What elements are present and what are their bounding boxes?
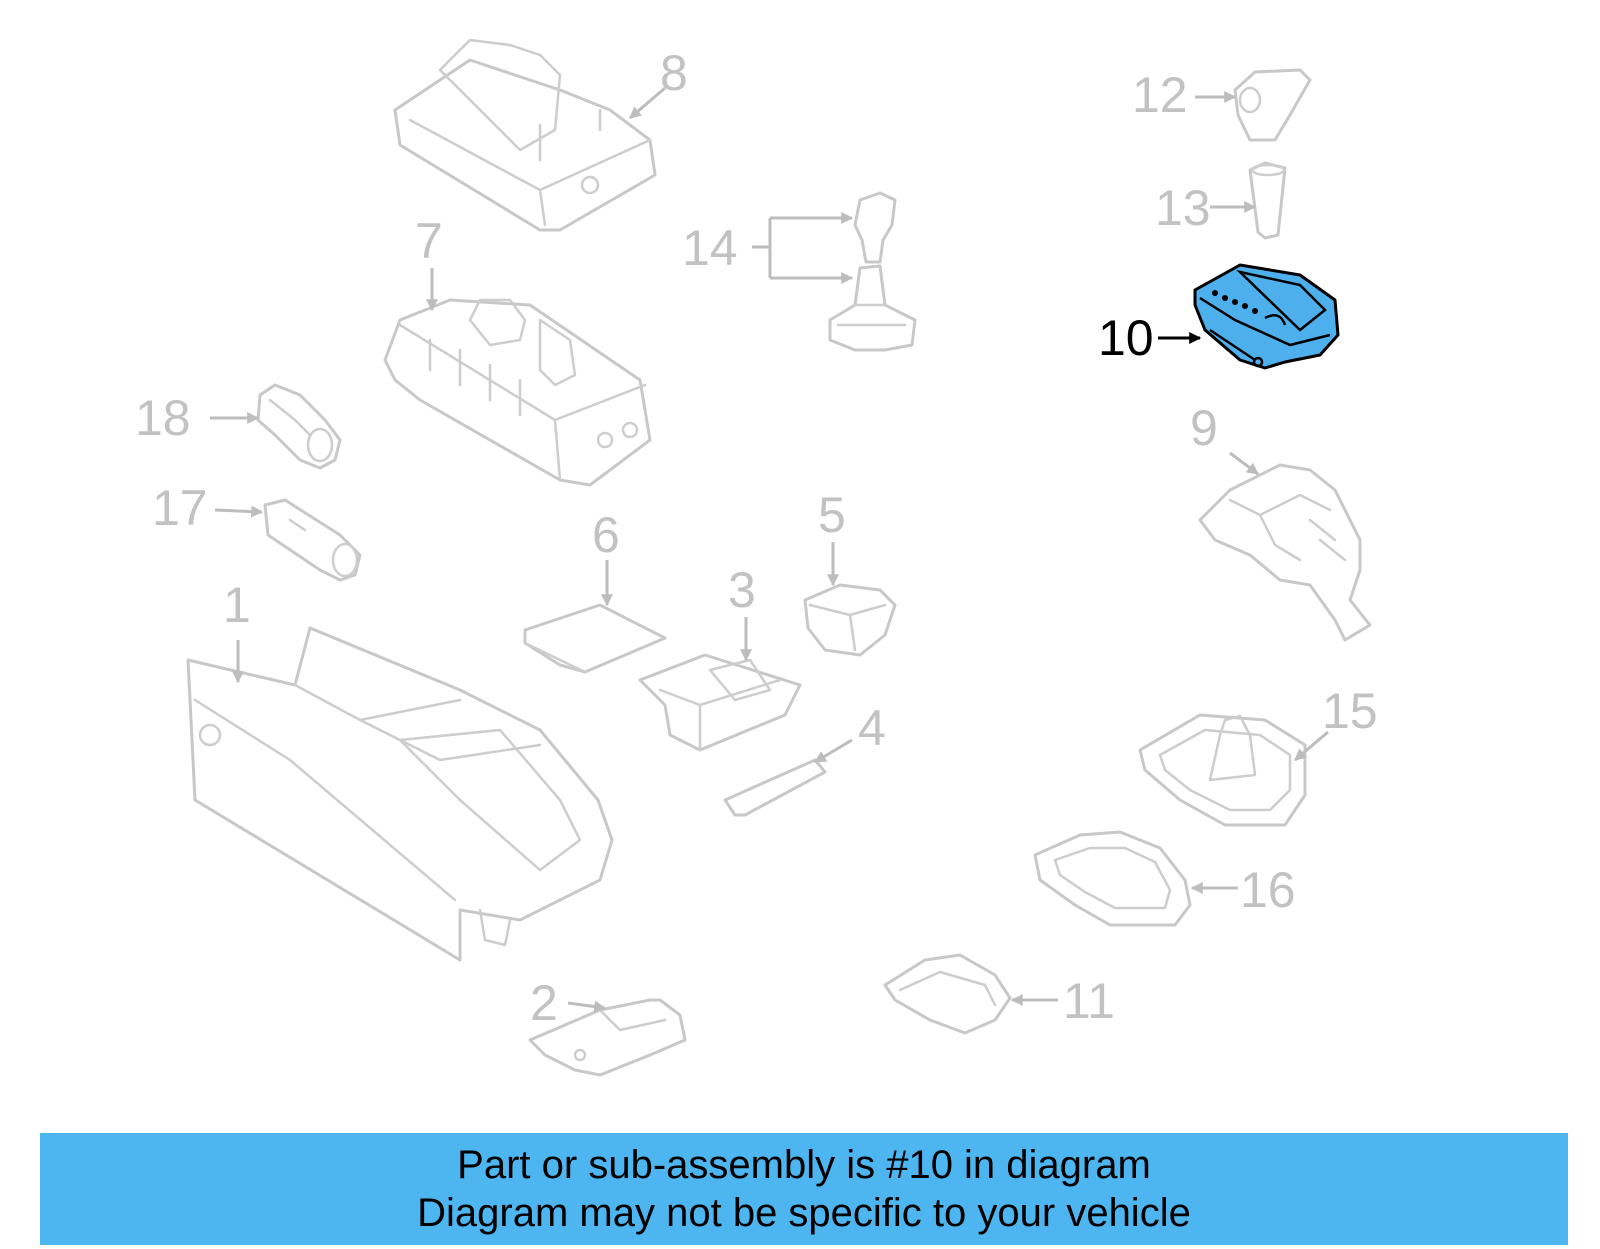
callout-8: 8 <box>660 45 688 101</box>
callout-2: 2 <box>530 975 558 1031</box>
part-14-shift-knob-boot[interactable] <box>828 191 917 352</box>
callout-15: 15 <box>1322 683 1378 739</box>
callout-10: 10 <box>1098 310 1154 366</box>
part-5-cup-holder[interactable] <box>803 583 897 657</box>
callout-9: 9 <box>1190 400 1218 456</box>
banner-line-1: Part or sub-assembly is #10 in diagram <box>457 1143 1151 1187</box>
part-12-knob[interactable] <box>1233 68 1312 142</box>
part-10-shift-indicator[interactable] <box>1193 263 1340 370</box>
part-7-shifter-mechanism[interactable] <box>383 298 652 487</box>
part-4-trim-strip[interactable] <box>723 758 827 817</box>
callout-16: 16 <box>1240 862 1296 918</box>
callout-1: 1 <box>223 577 251 633</box>
part-13-knob-insert[interactable] <box>1248 161 1287 240</box>
part-1-center-console[interactable] <box>186 626 614 962</box>
part-6-pad[interactable] <box>523 603 667 674</box>
callout-7: 7 <box>415 213 443 269</box>
callout-17: 17 <box>152 480 208 536</box>
part-11-cover-plate[interactable] <box>883 953 1012 1035</box>
part-18-switch[interactable] <box>256 383 342 470</box>
callout-6: 6 <box>592 507 620 563</box>
part-16-surround-trim[interactable] <box>1033 830 1192 927</box>
callout-18: 18 <box>135 390 191 446</box>
part-9-shift-gate[interactable] <box>1198 463 1372 642</box>
banner-line-2: Diagram may not be specific to your vehi… <box>417 1191 1191 1235</box>
callout-3: 3 <box>728 562 756 618</box>
parts-diagram: 8 7 14 18 17 6 <box>135 38 1378 1077</box>
part-17-lighter-socket[interactable] <box>263 498 362 582</box>
part-2-bracket[interactable] <box>528 998 687 1077</box>
callout-11: 11 <box>1063 973 1115 1029</box>
callout-4: 4 <box>858 700 886 756</box>
callout-12: 12 <box>1132 67 1188 123</box>
part-15-boot-frame[interactable] <box>1138 713 1307 827</box>
part-3-tray[interactable] <box>638 653 802 752</box>
callout-5: 5 <box>818 487 846 543</box>
part-8-shifter-housing[interactable] <box>393 38 657 232</box>
callout-13: 13 <box>1155 180 1211 236</box>
info-banner: Part or sub-assembly is #10 in diagram D… <box>40 1133 1568 1245</box>
callout-14: 14 <box>682 220 738 276</box>
